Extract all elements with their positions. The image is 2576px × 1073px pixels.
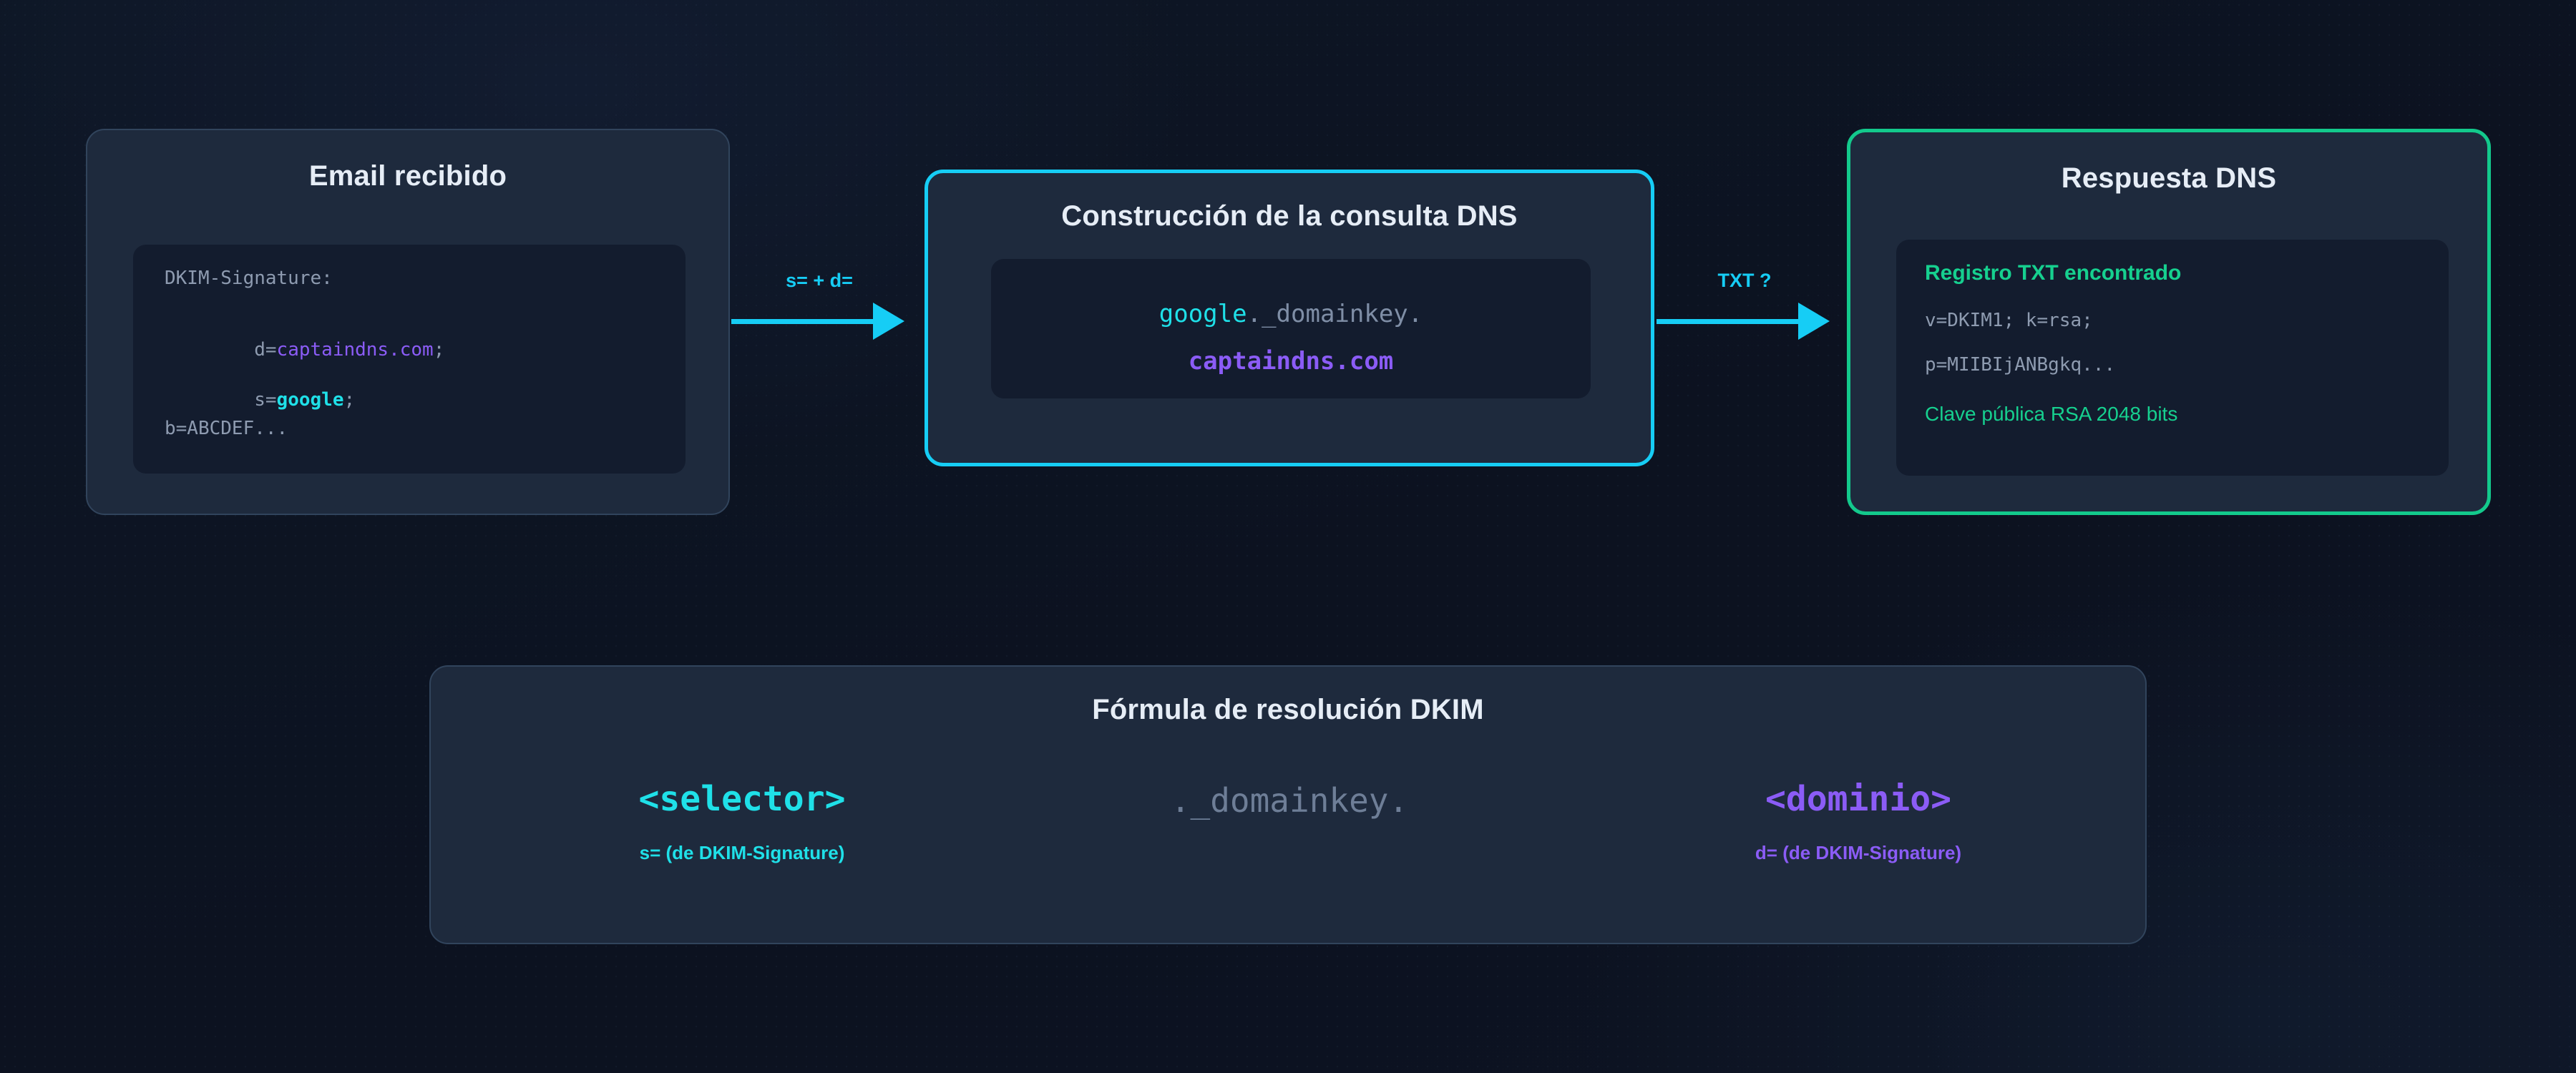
query-domain-part: captaindns.com (1188, 347, 1394, 376)
arrow2-line (1657, 319, 1800, 324)
dkim-s-line: s=google; (165, 368, 355, 432)
dkim-s-value: google (276, 389, 344, 411)
arrow2-label: TXT ? (1717, 270, 1772, 291)
formula-domain-sublabel: d= (de DKIM-Signature) (1755, 842, 1962, 863)
query-selector-part: google (1158, 300, 1247, 328)
dns-response-card: Respuesta DNS Registro TXT encontrado v=… (1847, 129, 2491, 515)
dns-record-line-1: v=DKIM1; k=rsa; (1925, 310, 2093, 331)
dkim-formula-card: Fórmula de resolución DKIM <selector> s=… (429, 665, 2147, 944)
formula-selector-term: <selector> (638, 779, 846, 819)
formula-domain-term: <dominio> (1765, 779, 1952, 819)
txt-record-found-label: Registro TXT encontrado (1925, 261, 2182, 285)
email-card-title: Email recibido (308, 160, 507, 192)
email-received-card: Email recibido DKIM-Signature: d=captain… (86, 129, 730, 515)
arrow1-line (731, 319, 874, 324)
formula-card-title: Fórmula de resolución DKIM (1092, 694, 1484, 725)
dns-query-card: Construcción de la consulta DNS google._… (924, 170, 1654, 466)
email-code-panel: DKIM-Signature: d=captaindns.com; s=goog… (133, 245, 686, 474)
dns-record-panel: Registro TXT encontrado v=DKIM1; k=rsa; … (1896, 240, 2449, 476)
dkim-d-value: captaindns.com (276, 339, 434, 361)
arrow1-label: s= + d= (786, 270, 853, 291)
dkim-signature-header: DKIM-Signature: (165, 268, 333, 289)
dkim-b-line: b=ABCDEF... (165, 418, 288, 439)
dns-card-title: Respuesta DNS (2061, 162, 2277, 194)
dkim-s-key: s= (254, 389, 277, 411)
formula-domainkey-literal: ._domainkey. (1170, 781, 1409, 820)
formula-selector-sublabel: s= (de DKIM-Signature) (639, 842, 845, 863)
dns-record-line-2: p=MIIBIjANBgkq... (1925, 354, 2116, 376)
query-card-title: Construcción de la consulta DNS (1061, 200, 1518, 232)
arrow1-head (873, 303, 904, 340)
dkim-d-key: d= (254, 339, 277, 361)
query-code-panel: google._domainkey. captaindns.com (991, 259, 1591, 398)
dns-query-string: google._domainkey. captaindns.com (991, 290, 1591, 386)
query-domainkey-part: ._domainkey. (1246, 300, 1423, 328)
arrow2-head (1798, 303, 1830, 340)
dkim-d-line: d=captaindns.com; (165, 318, 444, 382)
dkim-d-semicolon: ; (433, 339, 445, 361)
dkim-s-semicolon: ; (343, 389, 356, 411)
public-key-info: Clave pública RSA 2048 bits (1925, 403, 2178, 425)
